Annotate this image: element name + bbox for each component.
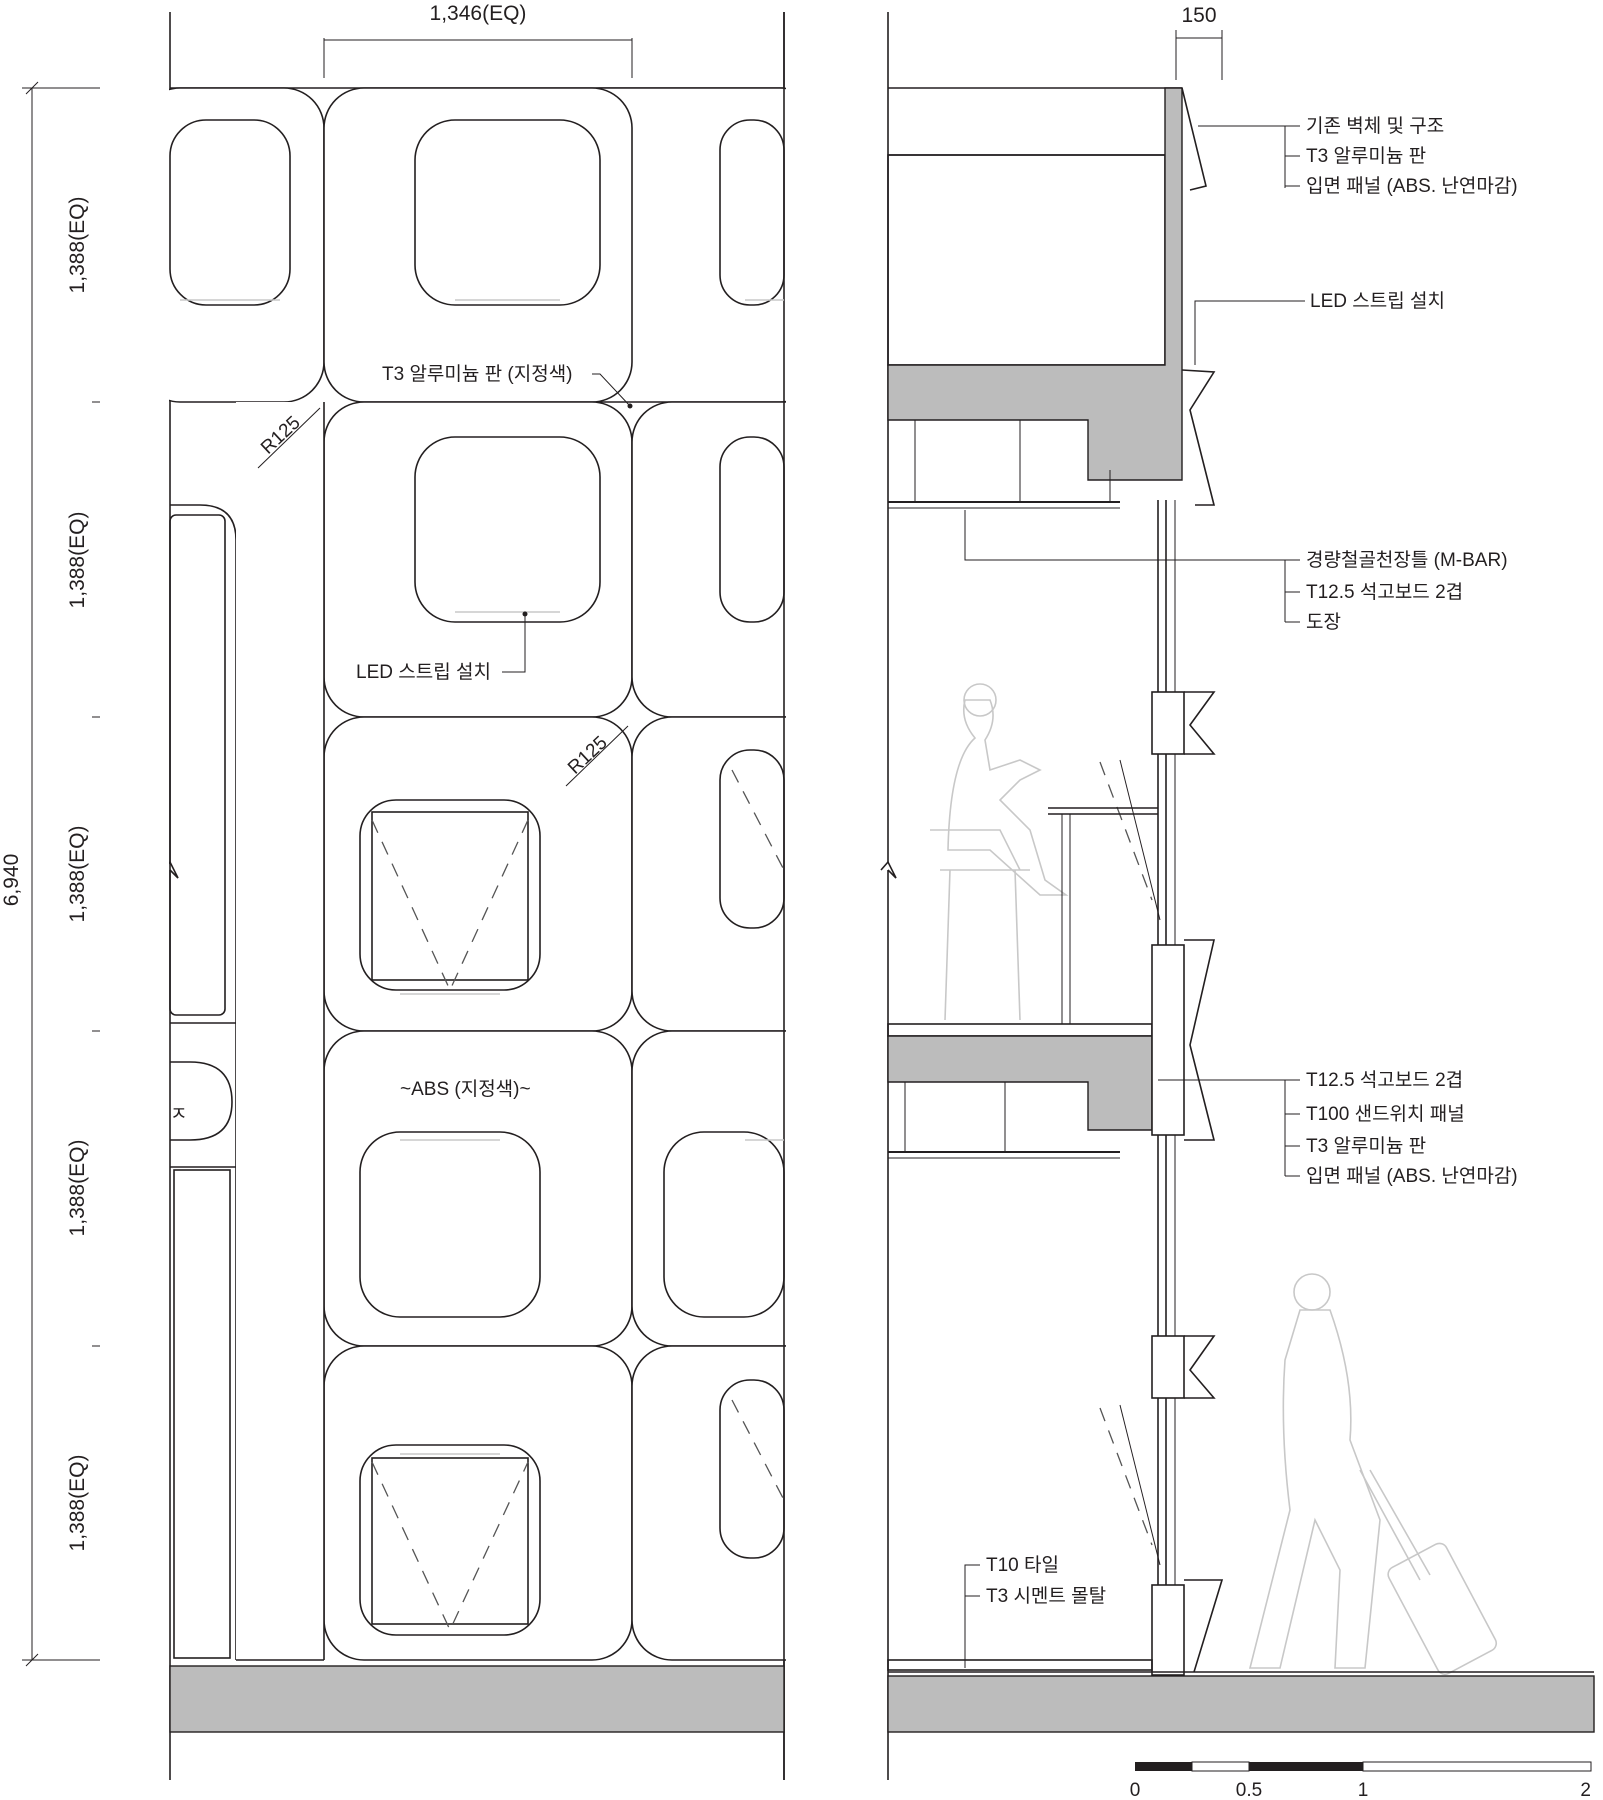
- ceiling-system: [888, 420, 1120, 1159]
- scale-bar: 0 0.5 1 2: [1130, 1761, 1592, 1800]
- window: [359, 1444, 541, 1636]
- callout-paint: 도장: [1306, 611, 1341, 633]
- elevation-top-dimension: 1,346(EQ): [430, 2, 527, 25]
- callout-mortar: T3 시멘트 몰탈: [986, 1585, 1106, 1607]
- module-dimension-5: 1,388(EQ): [66, 1455, 89, 1552]
- people-and-furniture: [930, 683, 1498, 1676]
- elevation-overall-dimension: 6,940: [0, 854, 23, 907]
- elevation-ground-slab: [169, 1665, 785, 1733]
- note-abs: ~ABS (지정색)~: [400, 1078, 531, 1100]
- ground-floor-finish: [887, 1659, 1153, 1671]
- scale-tick-0: 0: [1130, 1780, 1141, 1800]
- section-top-dimension: 150: [1181, 4, 1216, 27]
- callout-tile: T10 타일: [986, 1554, 1059, 1576]
- module-dimension-3: 1,388(EQ): [66, 826, 89, 923]
- window: [169, 119, 291, 306]
- existing-wall: [887, 154, 1166, 366]
- window: [663, 1131, 785, 1318]
- facade-panels: [100, 12, 846, 1780]
- callout-led-strip: LED 스트립 설치: [1310, 290, 1445, 312]
- section-drawing: 150: [880, 4, 1595, 1780]
- elevation-drawing: 1,346(EQ) 6,940 1,388(EQ) 1,388(EQ) 1,38…: [0, 2, 846, 1780]
- middle-slab: [887, 1035, 1153, 1131]
- window: [719, 749, 785, 929]
- window: [414, 436, 601, 623]
- module-dimension-4: 1,388(EQ): [66, 1140, 89, 1237]
- callout-existing-wall: 기존 벽체 및 구조: [1306, 115, 1444, 137]
- leader-lines: [964, 125, 1305, 1668]
- curtain-wall: [1099, 500, 1224, 1676]
- note-aluminum-panel: T3 알루미늄 판 (지정색): [382, 363, 573, 385]
- window: [719, 119, 785, 306]
- scale-tick-1: 1: [1358, 1780, 1369, 1800]
- door-strip: ㅈ: [169, 504, 237, 1660]
- module-dimension-1: 1,388(EQ): [66, 197, 89, 294]
- scale-tick-0-5: 0.5: [1236, 1780, 1262, 1800]
- middle-floor-finish: [887, 1023, 1153, 1037]
- callout-t3-aluminum-slab: T3 알루미늄 판: [1306, 1135, 1426, 1157]
- facade-windows: [169, 119, 785, 1636]
- window: [719, 436, 785, 623]
- window: [359, 1131, 541, 1318]
- window: [719, 1379, 785, 1559]
- led-strips: [180, 299, 784, 1455]
- callout-facade-panel-top: 입면 패널 (ABS. 난연마감): [1306, 175, 1518, 197]
- window: [414, 119, 601, 306]
- upper-slab: [887, 87, 1183, 481]
- ground-slab: [887, 1675, 1595, 1733]
- module-dimension-2: 1,388(EQ): [66, 512, 89, 609]
- signage-glyph: ㅈ: [170, 1104, 187, 1125]
- callout-m-bar: 경량철골천장틀 (M-BAR): [1306, 549, 1508, 571]
- callout-gypsum-ceiling: T12.5 석고보드 2겹: [1306, 581, 1463, 603]
- note-led-strip: LED 스트립 설치: [356, 661, 491, 683]
- callout-gypsum-slab: T12.5 석고보드 2겹: [1306, 1069, 1463, 1091]
- window: [359, 799, 541, 991]
- callout-t3-aluminum-top: T3 알루미늄 판: [1306, 145, 1426, 167]
- callout-sandwich-panel: T100 샌드위치 패널: [1306, 1103, 1465, 1125]
- callout-facade-panel-slab: 입면 패널 (ABS. 난연마감): [1306, 1165, 1518, 1187]
- scale-tick-2: 2: [1580, 1780, 1591, 1800]
